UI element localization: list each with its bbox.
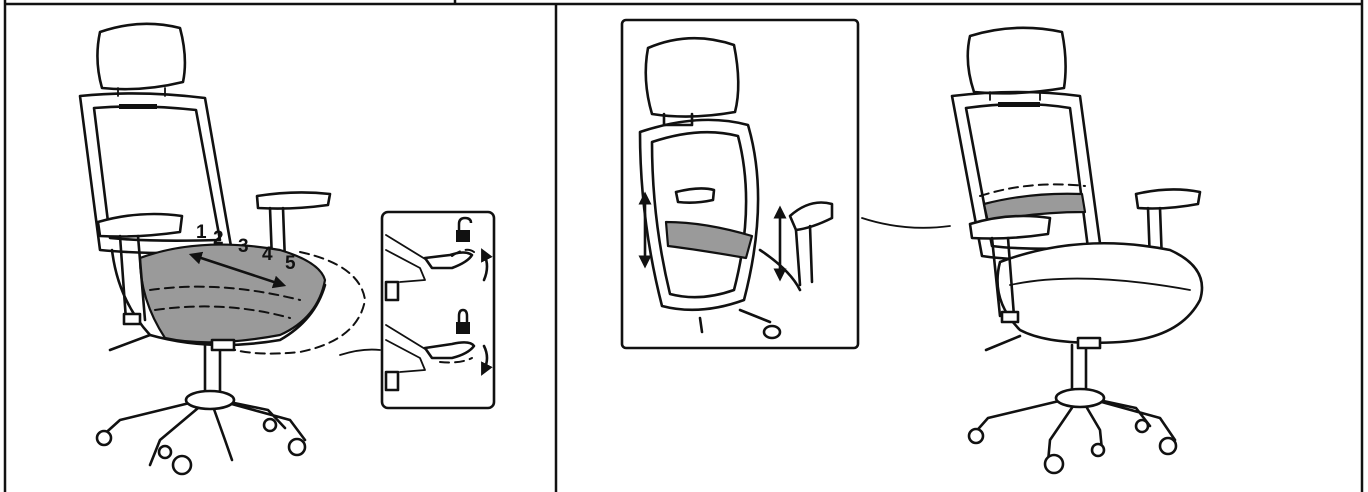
lever-detail-inset xyxy=(382,212,494,408)
seat-slide-panel: 1 2 3 4 5 xyxy=(80,24,494,474)
seat-position-label: 5 xyxy=(285,253,296,274)
seat-position-label: 1 xyxy=(196,222,207,243)
armrest-right xyxy=(257,192,330,208)
armrest-left xyxy=(98,214,182,237)
seat-position-label: 2 xyxy=(213,228,224,249)
headrest xyxy=(97,24,184,89)
backrest-detail-inset xyxy=(622,20,858,348)
seat-cushion xyxy=(998,243,1203,343)
lumbar-panel xyxy=(622,20,1202,473)
armrest-left xyxy=(970,216,1050,239)
seat-position-label: 4 xyxy=(262,244,273,265)
seat-position-label: 3 xyxy=(238,236,249,257)
